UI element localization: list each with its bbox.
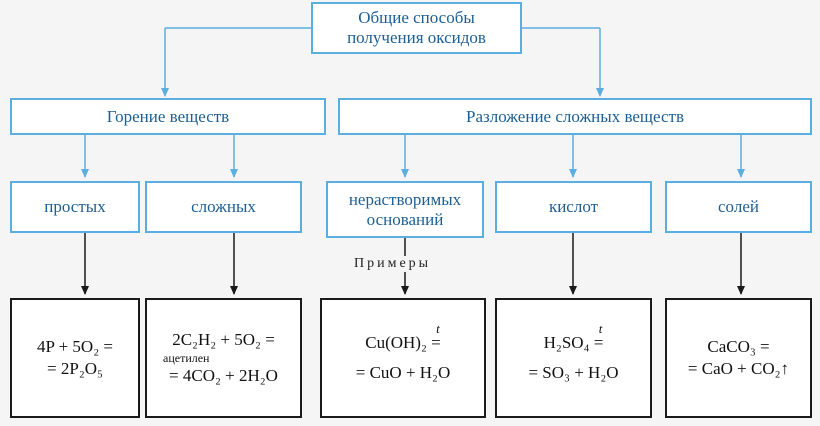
category-salts-label: солей — [718, 197, 759, 216]
example-1-line1: 4P + 5O₂ = — [37, 337, 113, 356]
example-4-line1: H₂SO₄ = — [543, 333, 604, 352]
example-box-5: CaCO₃ = = CaO + CO₂↑ — [665, 298, 812, 418]
example-3-line2: = CuO + H₂O — [355, 363, 451, 382]
example-3-line1: Cu(OH)₂ = — [365, 333, 441, 352]
category-acids-label: кислот — [548, 197, 599, 216]
category-bases: нерастворимых оснований — [326, 181, 484, 238]
branch-decomposition-label: Разложение сложных веществ — [466, 106, 684, 126]
category-bases-line2: оснований — [366, 209, 444, 229]
example-2-line2: = 4CO₂ + 2H₂O — [169, 366, 278, 385]
example-4-condition: t — [598, 321, 603, 336]
example-5-line2: = CaO + CO₂↑ — [687, 359, 790, 378]
example-1-line2: = 2P₂O₅ — [47, 359, 103, 378]
example-2-line1: 2C₂H₂ + 5O₂ = — [172, 330, 275, 349]
example-4-line1-wrap: H₂SO₄ = t — [543, 321, 604, 354]
examples-label: Примеры — [352, 256, 434, 272]
category-salts: солей — [665, 181, 812, 233]
root-title-line1: Общие способы — [358, 8, 475, 27]
example-2-note: ацетилен — [163, 351, 210, 365]
category-simple-label: простых — [44, 197, 106, 216]
example-4-line2: = SO₃ + H₂O — [528, 363, 619, 382]
example-box-1: 4P + 5O₂ = = 2P₂O₅ — [10, 298, 140, 418]
root-box: Общие способы получения оксидов — [311, 2, 522, 54]
example-box-2: 2C₂H₂ + 5O₂ = ацетилен = 4CO₂ + 2H₂O — [145, 298, 302, 418]
example-box-3: Cu(OH)₂ = t = CuO + H₂O — [320, 298, 486, 418]
category-complex-label: сложных — [191, 197, 256, 216]
category-complex: сложных — [145, 181, 302, 233]
example-3-line1-wrap: Cu(OH)₂ = t — [365, 321, 441, 354]
branch-decomposition: Разложение сложных веществ — [338, 98, 812, 135]
category-simple: простых — [10, 181, 140, 233]
root-title-line2: получения оксидов — [347, 28, 486, 47]
example-3-condition: t — [436, 321, 440, 336]
category-bases-line1: нерастворимых — [348, 189, 462, 209]
example-box-4: H₂SO₄ = t = SO₃ + H₂O — [495, 298, 652, 418]
branch-combustion-label: Горение веществ — [106, 106, 230, 126]
branch-combustion: Горение веществ — [10, 98, 326, 135]
category-acids: кислот — [495, 181, 652, 233]
example-5-line1: CaCO₃ = — [707, 337, 770, 356]
